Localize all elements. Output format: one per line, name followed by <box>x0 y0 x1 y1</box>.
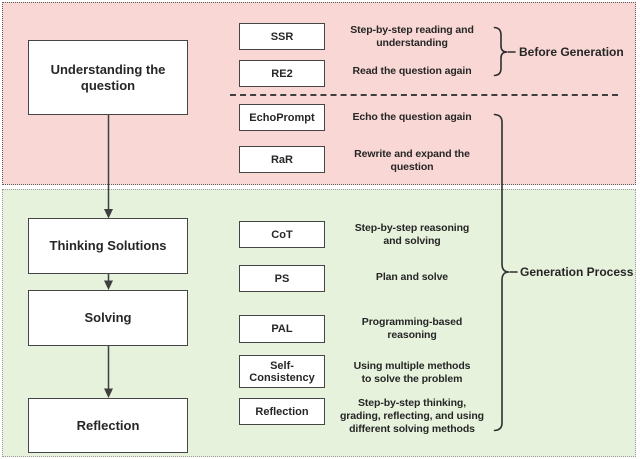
stage-box-reflection: Reflection <box>28 398 188 453</box>
method-box-rar: RaR <box>239 146 325 173</box>
method-desc-self-consistency: Using multiple methods to solve the prob… <box>353 360 471 385</box>
method-box-echoprompt: EchoPrompt <box>239 104 325 131</box>
method-box-reflection: Reflection <box>239 398 325 425</box>
method-box-re2: RE2 <box>239 60 325 87</box>
stage-box-understanding-the-question: Understanding the question <box>28 40 188 115</box>
method-desc-rar: Rewrite and expand the question <box>354 148 470 173</box>
method-box-cot: CoT <box>239 221 325 248</box>
method-desc-reflection: Step-by-step thinking, grading, reflecti… <box>339 397 484 435</box>
stage-box-solving: Solving <box>28 290 188 346</box>
method-desc-re2: Read the question again <box>352 65 472 77</box>
generation-process-label: Generation Process <box>520 265 634 279</box>
stage-box-thinking-solutions: Thinking Solutions <box>28 218 188 274</box>
method-box-ps: PS <box>239 265 325 292</box>
method-box-ssr: SSR <box>239 23 325 50</box>
method-desc-pal: Programming-based reasoning <box>361 316 463 341</box>
method-box-self-consistency: Self-Consistency <box>239 355 325 388</box>
method-desc-echoprompt: Echo the question again <box>352 111 472 123</box>
method-desc-ssr: Step-by-step reading and understanding <box>350 24 474 49</box>
method-box-pal: PAL <box>239 315 325 343</box>
phase-separator-dashed-line <box>230 94 618 96</box>
before-generation-label: Before Generation <box>519 45 624 59</box>
method-desc-cot: Step-by-step reasoning and solving <box>354 222 470 247</box>
method-desc-ps: Plan and solve <box>375 271 449 283</box>
